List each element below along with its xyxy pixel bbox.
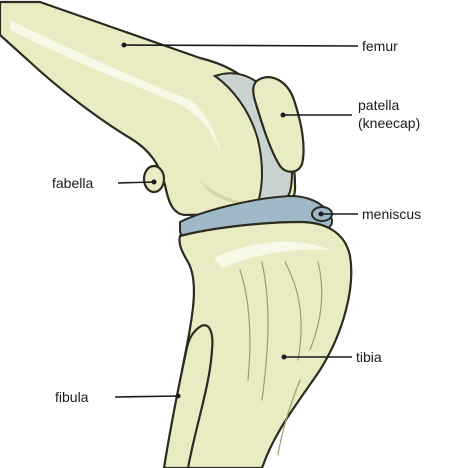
- patella-label-line1: patella: [358, 97, 399, 113]
- femur-label: femur: [362, 38, 398, 54]
- tibia-label: tibia: [356, 349, 382, 365]
- meniscus-label: meniscus: [362, 206, 421, 222]
- fibula-leader: [115, 394, 181, 399]
- fibula-label: fibula: [55, 389, 89, 405]
- fabella-bone: [144, 166, 164, 192]
- patella-label-line2: (kneecap): [358, 115, 420, 131]
- fabella-label: fabella: [52, 175, 93, 191]
